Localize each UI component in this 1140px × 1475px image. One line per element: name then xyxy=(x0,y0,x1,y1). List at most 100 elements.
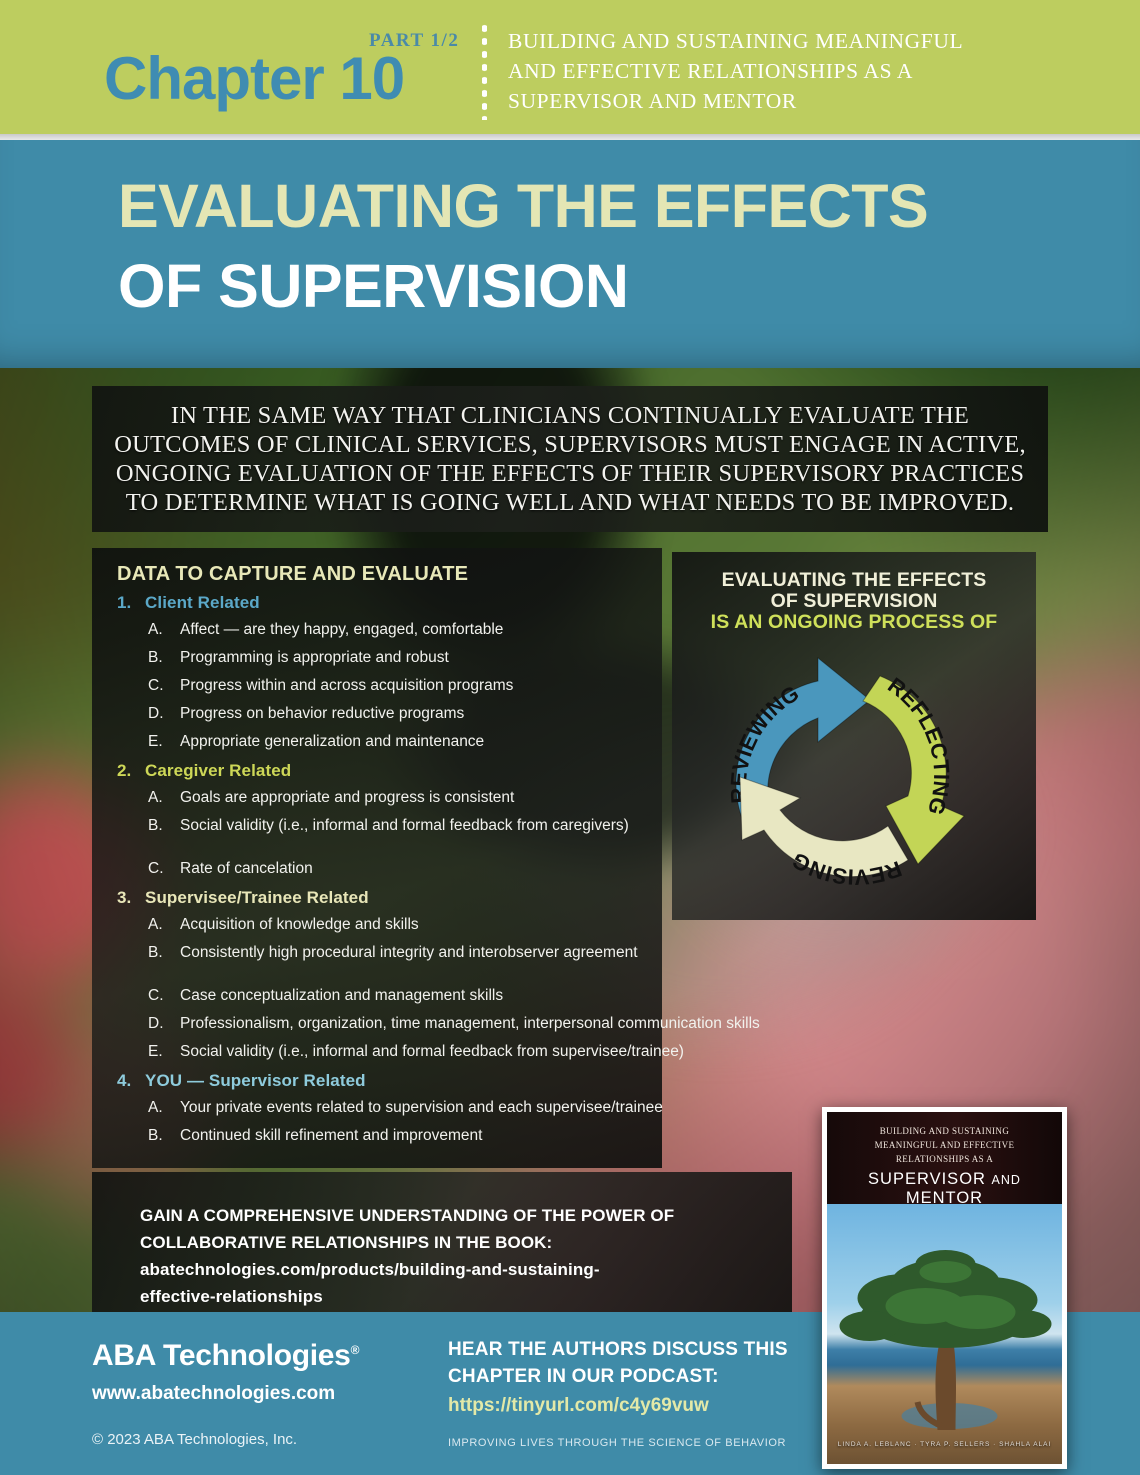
data-list-item-text: Appropriate generalization and maintenan… xyxy=(180,733,485,750)
data-list-item-text: Programming is appropriate and robust xyxy=(180,649,449,666)
data-group-heading: 4. YOU — Supervisor Related xyxy=(117,1071,366,1091)
book-cover-title-and: AND xyxy=(991,1173,1021,1187)
data-list-item-text: Acquisition of knowledge and skills xyxy=(180,916,419,933)
data-panel xyxy=(92,548,662,1168)
podcast-line-2: CHAPTER IN OUR PODCAST: xyxy=(448,1366,719,1387)
title-band: EVALUATING THE EFFECTS OF SUPERVISION xyxy=(0,140,1140,368)
podcast-url[interactable]: https://tinyurl.com/c4y69vuw xyxy=(448,1395,709,1416)
data-panel-title: DATA TO CAPTURE AND EVALUATE xyxy=(117,563,469,585)
book-cover-title-mentor: MENTOR xyxy=(905,1189,984,1207)
book-cover-title-block: Building and Sustaining Meaningful and E… xyxy=(827,1112,1062,1207)
data-group-label: Caregiver Related xyxy=(145,761,292,780)
data-list-item: C. Case conceptualization and management … xyxy=(148,987,503,1005)
cycle-diagram-svg: REVIEWING REFLECTING REVISING xyxy=(726,656,965,890)
data-list-item-text: Affect — are they happy, engaged, comfor… xyxy=(180,621,504,638)
book-cover-authors: LINDA A. LEBLANC · TYRA P. SELLERS · SHA… xyxy=(837,1441,1052,1448)
header-subtitle-line-2: and Effective Relationships as a xyxy=(508,59,914,83)
book-cover-subtitle: Building and Sustaining Meaningful and E… xyxy=(827,1124,1062,1166)
book-cover-image[interactable]: Building and Sustaining Meaningful and E… xyxy=(822,1107,1067,1469)
data-list-item-letter: D. xyxy=(148,705,164,722)
book-promo-link-line-2[interactable]: effective-relationships xyxy=(140,1287,323,1306)
data-list-item-letter: A. xyxy=(148,789,163,806)
cycle-heading: EVALUATING THE EFFECTS OF SUPERVISION IS… xyxy=(672,570,1036,633)
data-list-item: B. Continued skill refinement and improve… xyxy=(148,1127,482,1145)
data-list-item-letter: B. xyxy=(148,1127,163,1144)
chapter-label: Chapter 10 xyxy=(104,45,405,112)
data-list-item-text: Progress on behavior reductive programs xyxy=(180,705,465,722)
book-promo-panel xyxy=(92,1172,792,1312)
data-list-item-letter: A. xyxy=(148,621,163,638)
header-divider xyxy=(0,134,1140,140)
header-subtitle-line-3: Supervisor and Mentor xyxy=(508,89,797,113)
data-list-item: C. Progress within and across acquisition… xyxy=(148,677,513,695)
data-list-item-letter: C. xyxy=(148,987,164,1004)
podcast-line-1: HEAR THE AUTHORS DISCUSS THIS xyxy=(448,1339,788,1360)
data-list-item-text: Consistently high procedural integrity a… xyxy=(180,944,638,961)
data-list-item-text: Continued skill refinement and improveme… xyxy=(180,1127,483,1144)
data-list-item: B. Consistently high procedural integrity… xyxy=(148,944,638,962)
data-list-item-text: Your private events related to supervisi… xyxy=(180,1099,663,1116)
data-group-number: 4. xyxy=(117,1071,132,1090)
aba-logo: ABA Technologies® xyxy=(92,1339,359,1373)
data-group-number: 2. xyxy=(117,761,132,780)
data-list-item-text: Rate of cancelation xyxy=(180,860,313,877)
cycle-heading-line-1: EVALUATING THE EFFECTS xyxy=(721,569,987,591)
cycle-diagram: REVIEWING REFLECTING REVISING xyxy=(712,638,996,902)
cycle-heading-line-3: IS AN ONGOING PROCESS OF xyxy=(710,611,998,633)
data-group-heading: 2. Caregiver Related xyxy=(117,761,291,781)
book-cover-subtitle-line-2: Meaningful and Effective xyxy=(874,1140,1015,1150)
data-list-item-letter: B. xyxy=(148,649,163,666)
chapter-header: Chapter 10 PART 1/2 Building and Sustain… xyxy=(0,0,1140,134)
quote-text: In the same way that clinicians continua… xyxy=(114,402,1026,516)
data-group-number: 3. xyxy=(117,888,132,907)
page-title-line-1: EVALUATING THE EFFECTS xyxy=(118,172,929,240)
page-title-line-2: OF SUPERVISION xyxy=(118,252,629,320)
data-list-item: A. Acquisition of knowledge and skills xyxy=(148,916,419,934)
book-cover-photo: LINDA A. LEBLANC · TYRA P. SELLERS · SHA… xyxy=(827,1204,1062,1464)
data-list-item: E.Social validity (i.e., informal and fo… xyxy=(148,1043,684,1061)
data-group-heading: 1.Client Related xyxy=(117,593,260,613)
data-list-item: A. Your private events related to supervi… xyxy=(148,1099,663,1117)
registered-mark-icon: ® xyxy=(350,1343,360,1357)
dotted-divider xyxy=(482,22,487,120)
data-list-item: A. Goals are appropriate and progress is … xyxy=(148,789,514,807)
data-list-item-letter: C. xyxy=(148,677,164,694)
data-list-item-text: Progress within and across acquisition p… xyxy=(180,677,514,694)
data-list-item-text: Case conceptualization and management sk… xyxy=(180,987,504,1004)
book-promo-text: GAIN A COMPREHENSIVE UNDERSTANDING OF TH… xyxy=(140,1202,760,1310)
header-subtitle: Building and Sustaining Meaningful and E… xyxy=(508,26,1068,116)
book-promo-line-2: COLLABORATIVE RELATIONSHIPS IN THE BOOK: xyxy=(140,1233,553,1252)
data-list-item-letter: E. xyxy=(148,733,163,750)
data-list-item-letter: A. xyxy=(148,1099,163,1116)
data-list-item-letter: E. xyxy=(148,1043,163,1060)
book-cover-subtitle-line-1: Building and Sustaining xyxy=(879,1126,1010,1136)
tree-illustration xyxy=(839,1250,1051,1430)
footer-website[interactable]: www.abatechnologies.com xyxy=(92,1383,336,1404)
data-list-item: D.Professionalism, organization, time ma… xyxy=(148,1015,760,1033)
data-list-item-text: Goals are appropriate and progress is co… xyxy=(180,789,515,806)
data-list-item-letter: B. xyxy=(148,944,163,961)
book-promo-link-line-1[interactable]: abatechnologies.com/products/building-an… xyxy=(140,1260,600,1279)
cycle-heading-line-2: OF SUPERVISION xyxy=(770,590,938,612)
footer-copyright: © 2023 ABA Technologies, Inc. xyxy=(92,1431,298,1448)
data-group-heading: 3.Supervisee/Trainee Related xyxy=(117,888,369,908)
footer-tagline: IMPROVING LIVES THROUGH THE SCIENCE OF B… xyxy=(448,1437,787,1449)
book-cover-subtitle-line-3: Relationships as a xyxy=(895,1154,994,1164)
data-list-item-letter: A. xyxy=(148,916,163,933)
cycle-arrow-revising: REVISING xyxy=(739,776,909,890)
cycle-panel: EVALUATING THE EFFECTS OF SUPERVISION IS… xyxy=(672,552,1036,920)
book-promo-line-1: GAIN A COMPREHENSIVE UNDERSTANDING OF TH… xyxy=(140,1206,675,1225)
aba-logo-text: ABA Technologies xyxy=(92,1339,351,1372)
data-group-label: YOU — Supervisor Related xyxy=(145,1071,366,1090)
data-list-item-text: Social validity (i.e., informal and form… xyxy=(180,817,629,834)
data-group-number: 1. xyxy=(117,593,132,612)
data-list-item: D. Progress on behavior reductive program… xyxy=(148,705,464,723)
data-list-item: B. Programming is appropriate and robust xyxy=(148,649,449,667)
book-cover-title-supervisor: SUPERVISOR xyxy=(868,1170,986,1188)
data-list-item-letter: C. xyxy=(148,860,164,877)
data-list-item: A. Affect — are they happy, engaged, comf… xyxy=(148,621,503,639)
book-cover-title: SUPERVISOR AND MENTOR xyxy=(827,1170,1062,1208)
data-list-item-letter: D. xyxy=(148,1015,164,1032)
part-label: PART 1/2 xyxy=(369,30,460,51)
